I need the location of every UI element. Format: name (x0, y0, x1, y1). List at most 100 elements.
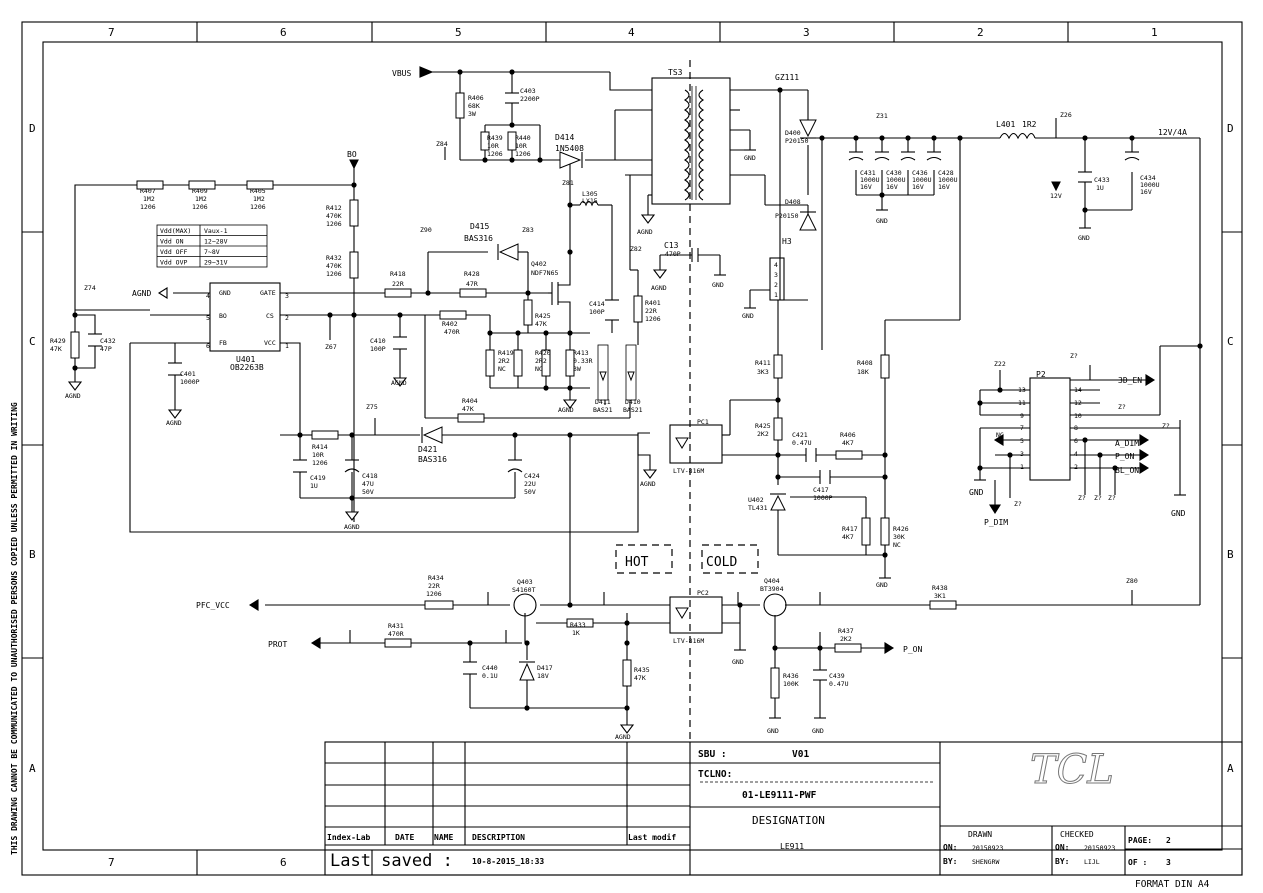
h3-ref: H3 (782, 237, 792, 246)
net-agnd-5: AGND (558, 406, 574, 414)
c424-ref: C424 (524, 472, 540, 480)
ic-pinno-1: 1 (285, 342, 289, 350)
r425b-ref: R425 (755, 422, 771, 430)
p2-pin-6: 6 (1074, 437, 1078, 445)
p2-pin-9: 9 (1020, 412, 1024, 420)
tcl-logo: TCL (1030, 747, 1114, 793)
c436-ref: C436 (912, 169, 928, 177)
c439-ref: C439 (829, 672, 845, 680)
tp-z67: Z67 (325, 343, 337, 351)
net-gnd-5: GND (1078, 234, 1090, 242)
net-gnd-6: GND (876, 581, 888, 589)
c431-val: 1000U (860, 176, 880, 184)
page-value: 2 (1166, 836, 1171, 845)
r431-ref: R431 (388, 622, 404, 630)
rev-header-name: NAME (434, 833, 453, 842)
d415-val: BAS316 (464, 234, 493, 243)
p2-pin-13: 13 (1018, 386, 1026, 394)
net-agnd-1: AGND (65, 392, 81, 400)
p2-nc: NC (996, 431, 1004, 439)
net-3d-en: 3D_EN (1118, 376, 1142, 385)
tp-z74: Z74 (84, 284, 96, 292)
net-a-dim: A_DIM (1115, 439, 1139, 448)
p2-pin-4: 4 (1074, 450, 1078, 458)
r433-ref: R433 (570, 621, 586, 629)
optocoupler-pc2 (669, 596, 723, 634)
vdd-off-value: 7~8V (204, 248, 220, 256)
r414-pkg: 1206 (312, 459, 328, 467)
r433-val: 1K (572, 629, 580, 637)
vdd-ovp-value: 29~31V (204, 259, 228, 267)
checked-on-value: 20150923 (1084, 844, 1115, 852)
of-label: OF : (1128, 858, 1147, 867)
c417-val: 1000P (813, 494, 833, 502)
p2-pin-10: 10 (1074, 412, 1082, 420)
net-p-dim: P_DIM (984, 518, 1008, 527)
net-agnd-8: AGND (640, 480, 656, 488)
h3-pin-3: 3 (774, 271, 778, 279)
r436-ref: R436 (783, 672, 799, 680)
net-12v-4a: 12V/4A (1158, 128, 1187, 137)
l305-ref: L305 (582, 190, 598, 198)
r437-ref: R437 (838, 627, 854, 635)
c431-ref: C431 (860, 169, 876, 177)
tclno-value: 01-LE9111-PWF (742, 790, 817, 801)
ts3-ref: TS3 (668, 68, 683, 77)
pc1-ref: PC1 (697, 418, 709, 426)
c418-ref: C418 (362, 472, 378, 480)
r419-ref: R419 (498, 349, 514, 357)
r406-val: 68K (468, 102, 480, 110)
r432-val: 470K (326, 262, 342, 270)
d408-ref: D408 (785, 198, 801, 206)
r425b-val: 2K2 (757, 430, 769, 438)
tp-z90: Z90 (420, 226, 432, 234)
vdd-max-value: Vaux-1 (204, 227, 228, 235)
r417-ref: R417 (842, 525, 858, 533)
r438-ref: R438 (932, 584, 948, 592)
p2-pin-5: 5 (1020, 437, 1024, 445)
resistors (70, 92, 957, 699)
d411-val: BAS21 (593, 406, 613, 414)
r426-nc: NC (893, 541, 901, 549)
last-saved-label: Last saved : (330, 851, 453, 871)
r413-ref: R413 (573, 349, 589, 357)
r420-nc: NC (535, 365, 543, 373)
c414-ref: C414 (589, 300, 605, 308)
c417-ref: C417 (813, 486, 829, 494)
net-gnd-11: GND (1171, 509, 1186, 518)
c430-val: 1000U (886, 176, 906, 184)
r412-val: 470K (326, 212, 342, 220)
r420-ref: R420 (535, 349, 551, 357)
ic-pinno-2: 2 (285, 314, 289, 322)
r405-val: 1M2 (253, 195, 265, 203)
q404-ref: Q404 (764, 577, 780, 585)
r408-ref: R408 (857, 359, 873, 367)
pc1-part: LTV-816M (673, 467, 704, 475)
col-label-7: 7 (108, 26, 115, 39)
r413-pwr: 3W (573, 365, 581, 373)
net-bo: BO (347, 150, 357, 159)
inductor-l305 (579, 200, 599, 207)
r437-val: 2K2 (840, 635, 852, 643)
transistor-q403 (513, 593, 537, 617)
tp-z80: Z80 (1126, 577, 1138, 585)
c403-ref: C403 (520, 87, 536, 95)
pc2-part: LTV-816M (673, 637, 704, 645)
r405-ref: R405 (250, 187, 266, 195)
r428-ref: R428 (464, 270, 480, 278)
connector-p2 (1029, 377, 1071, 481)
r429-ref: R429 (50, 337, 66, 345)
net-bl-on: BL_ON (1115, 466, 1139, 475)
ic-u401-box (209, 282, 281, 352)
header-h3 (769, 257, 785, 301)
r440-pkg: 1206 (515, 150, 531, 158)
row-label-d: D (29, 122, 36, 135)
ic-pinno-3: 3 (285, 292, 289, 300)
d421-ref: D421 (418, 445, 437, 454)
ic-pin-gnd: GND (219, 289, 231, 297)
tp-z82: Z82 (630, 245, 642, 253)
r419-val: 2R2 (498, 357, 510, 365)
r401-pkg: 1206 (645, 315, 661, 323)
confidentiality-note: THIS DRAWING CANNOT BE COMMUNICATED TO U… (10, 402, 19, 855)
